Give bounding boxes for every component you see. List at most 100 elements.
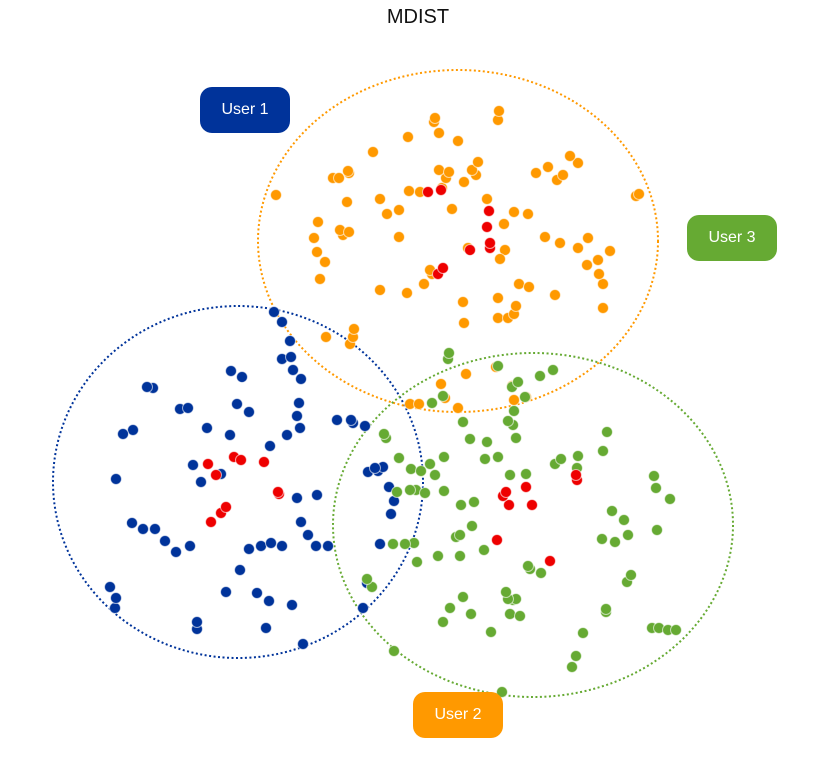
user-2-badge: User 2 [413, 692, 503, 738]
user2-point [499, 244, 511, 256]
user1-point [311, 489, 323, 501]
user3-point [618, 514, 630, 526]
user3-point [437, 616, 449, 628]
user1-point [243, 543, 255, 555]
user1-circle [52, 305, 424, 659]
centroid-point [258, 456, 270, 468]
user2-point [429, 112, 441, 124]
user3-point [485, 626, 497, 638]
user3-point [479, 453, 491, 465]
user1-point [149, 523, 161, 535]
user1-point [331, 414, 343, 426]
user2-point [458, 317, 470, 329]
user2-point [572, 157, 584, 169]
chart-title: MDIST [386, 6, 450, 28]
user1-point [374, 538, 386, 550]
user3-point [625, 569, 637, 581]
user2-point [341, 196, 353, 208]
user3-point [520, 468, 532, 480]
user1-point [264, 440, 276, 452]
user3-point [454, 550, 466, 562]
user3-point [514, 610, 526, 622]
user3-point [429, 469, 441, 481]
user3-point [378, 428, 390, 440]
user1-point [281, 429, 293, 441]
user3-point [606, 505, 618, 517]
user1-point [184, 540, 196, 552]
user1-point [263, 595, 275, 607]
centroid-point [526, 499, 538, 511]
user2-point [381, 208, 393, 220]
user1-point [182, 402, 194, 414]
user3-point [622, 529, 634, 541]
user2-point [523, 281, 535, 293]
user3-point [393, 452, 405, 464]
user3-point [522, 560, 534, 572]
user1-point [322, 540, 334, 552]
user3-point [415, 465, 427, 477]
user2-point [481, 193, 493, 205]
user1-point [291, 410, 303, 422]
user3-point [411, 556, 423, 568]
centroid-point [435, 184, 447, 196]
user2-point [582, 232, 594, 244]
user3-point [481, 436, 493, 448]
points-layer [104, 105, 682, 698]
centroid-point [520, 481, 532, 493]
user1-point [291, 492, 303, 504]
user3-point [502, 415, 514, 427]
centroid-point [422, 186, 434, 198]
user3-point [504, 469, 516, 481]
user2-point [592, 254, 604, 266]
user3-point [457, 591, 469, 603]
user2-point [311, 246, 323, 258]
user1-point [243, 406, 255, 418]
user3-point [388, 645, 400, 657]
user2-point [549, 289, 561, 301]
user3-point [535, 567, 547, 579]
centroid-point [235, 454, 247, 466]
user1-point [104, 581, 116, 593]
user1-point [295, 373, 307, 385]
user1-point [195, 476, 207, 488]
user3-point [577, 627, 589, 639]
user2-point [597, 302, 609, 314]
user3-point [424, 458, 436, 470]
user2-point [539, 231, 551, 243]
user1-point [225, 365, 237, 377]
user3-point [492, 360, 504, 372]
user1-point [285, 351, 297, 363]
user2-point [572, 242, 584, 254]
user3-point [391, 486, 403, 498]
user1-point [385, 508, 397, 520]
user2-point [343, 226, 355, 238]
user3-point [600, 603, 612, 615]
user2-point [557, 169, 569, 181]
user1-point [236, 371, 248, 383]
user3-point [566, 661, 578, 673]
user1-point [297, 638, 309, 650]
user1-point [234, 564, 246, 576]
centroid-point [491, 534, 503, 546]
user3-point [492, 451, 504, 463]
user3-point [432, 550, 444, 562]
user3-point [609, 536, 621, 548]
user3-point [399, 538, 411, 550]
user3-point [478, 544, 490, 556]
user2-point [433, 164, 445, 176]
user2-point [452, 402, 464, 414]
user3-point [555, 453, 567, 465]
user2-point [472, 156, 484, 168]
centroid-point [500, 486, 512, 498]
user2-point [312, 216, 324, 228]
user3-point [534, 370, 546, 382]
user2-point [508, 206, 520, 218]
user1-point [276, 540, 288, 552]
user2-point [493, 105, 505, 117]
user2-point [593, 268, 605, 280]
user3-point [596, 533, 608, 545]
user1-point [295, 516, 307, 528]
user3-point [455, 499, 467, 511]
user3-point [597, 445, 609, 457]
centroid-point [481, 221, 493, 233]
